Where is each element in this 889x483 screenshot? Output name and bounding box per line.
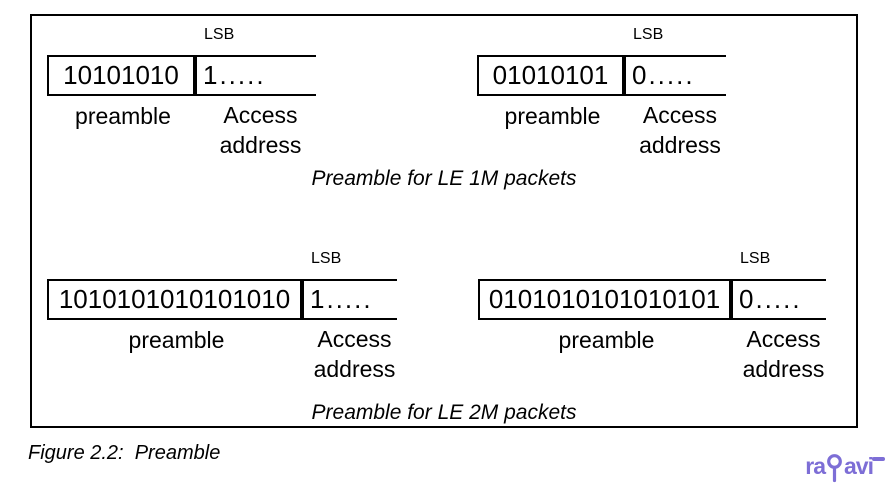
preamble-bits-cell: 0101010101010101: [478, 279, 731, 320]
preamble-label: preamble: [558, 327, 655, 353]
lsb-label: LSB: [633, 26, 664, 43]
packet-cells: 01010101 0.....: [477, 55, 726, 96]
logo-bar-icon: [872, 457, 885, 461]
preamble-bits-cell: 10101010: [47, 55, 195, 96]
access-address-label-line2: address: [742, 355, 825, 382]
access-address-label: Access address: [639, 101, 721, 161]
access-address-label-line1: Access: [746, 326, 821, 352]
preamble-bits-cell: 1010101010101010: [47, 279, 302, 320]
logo-text-suffix: avi: [844, 453, 874, 479]
access-address-label-line1: Access: [317, 326, 392, 352]
access-address-label: Access address: [220, 101, 302, 161]
diagram-le2m-right: LSB 0101010101010101 0..... preamble Acc…: [478, 250, 826, 382]
access-address-label-line2: address: [639, 131, 721, 158]
access-address-cell: 0.....: [624, 55, 726, 96]
logo: ra avi: [805, 453, 885, 483]
access-address-cell: 1.....: [195, 55, 316, 96]
preamble-label: preamble: [75, 103, 171, 129]
lsb-label: LSB: [740, 250, 771, 267]
diagram-le1m-left: LSB 10101010 1..... preamble Access addr…: [47, 26, 316, 158]
access-address-label-line1: Access: [223, 102, 298, 128]
caption-le1m: Preamble for LE 1M packets: [311, 167, 577, 190]
figure-caption: Figure 2.2: Preamble: [28, 442, 221, 464]
preamble-label: preamble: [128, 327, 225, 353]
access-address-label: Access address: [314, 325, 396, 385]
caption-le2m: Preamble for LE 2M packets: [311, 401, 577, 424]
diagram-le1m-right: LSB 01010101 0..... preamble Access addr…: [477, 26, 726, 158]
access-address-cell: 1.....: [302, 279, 397, 320]
diagram-le2m-left: LSB 1010101010101010 1..... preamble Acc…: [47, 250, 397, 382]
lsb-label: LSB: [204, 26, 235, 43]
packet-cells: 0101010101010101 0.....: [478, 279, 826, 320]
logo-glyph-icon: [827, 454, 842, 483]
access-address-label-line1: Access: [642, 102, 718, 128]
lsb-label: LSB: [311, 250, 342, 267]
logo-text-prefix: ra: [805, 453, 826, 479]
packet-cells: 10101010 1.....: [47, 55, 316, 96]
packet-cells: 1010101010101010 1.....: [47, 279, 397, 320]
access-address-label-line2: address: [219, 131, 302, 158]
preamble-bits-cell: 01010101: [477, 55, 624, 96]
access-address-cell: 0.....: [731, 279, 826, 320]
access-address-label: Access address: [743, 325, 825, 385]
access-address-label-line2: address: [313, 355, 396, 382]
preamble-label: preamble: [504, 103, 601, 129]
figure-frame: LSB 10101010 1..... preamble Access addr…: [30, 14, 858, 428]
